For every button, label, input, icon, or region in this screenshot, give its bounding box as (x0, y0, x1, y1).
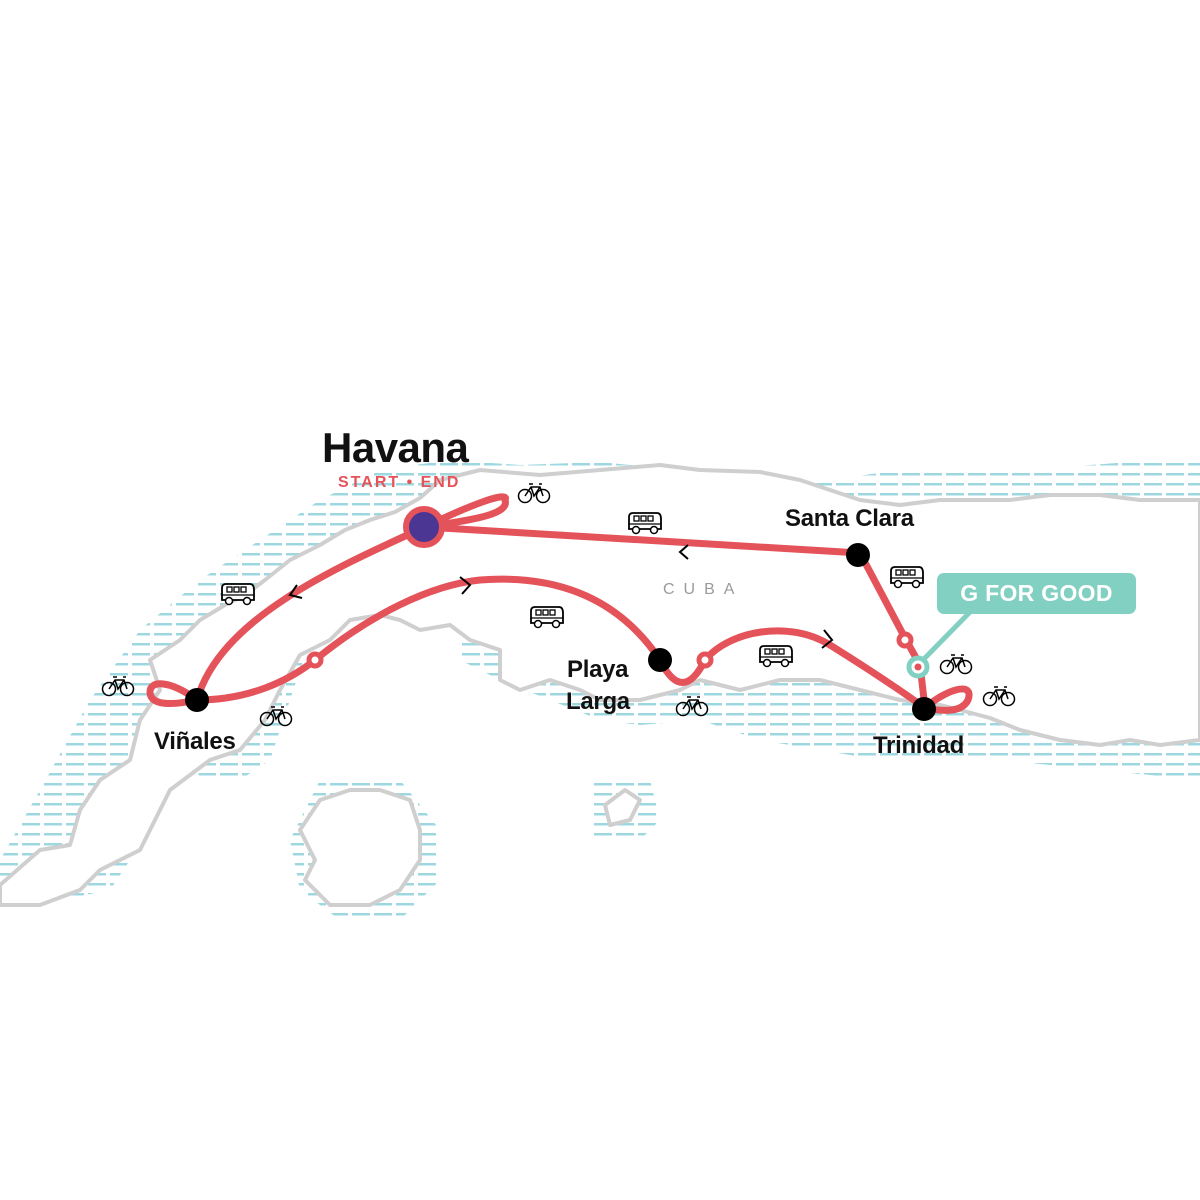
direction-arrows (288, 544, 834, 649)
playa-larga-label-line2: Larga (566, 688, 630, 715)
playa-larga-label-line1: Playa (567, 656, 629, 683)
start-end-marker-havana[interactable] (403, 506, 445, 548)
vinales-label: Viñales (154, 728, 236, 755)
santa-clara-label: Santa Clara (785, 505, 914, 532)
trinidad-label: Trinidad (873, 732, 964, 759)
stop-marker-trinidad[interactable] (912, 697, 936, 721)
g-for-good-pointer (906, 608, 974, 679)
g-for-good-badge[interactable]: G FOR GOOD (937, 573, 1136, 614)
start-end-tag: START • END (338, 474, 461, 491)
waypoint-markers (306, 631, 914, 669)
stop-marker-vinales[interactable] (185, 688, 209, 712)
country-label: CUBA (663, 581, 744, 598)
stop-marker-santa-clara[interactable] (846, 543, 870, 567)
stop-marker-playa-larga[interactable] (648, 648, 672, 672)
havana-label: Havana (322, 424, 469, 471)
